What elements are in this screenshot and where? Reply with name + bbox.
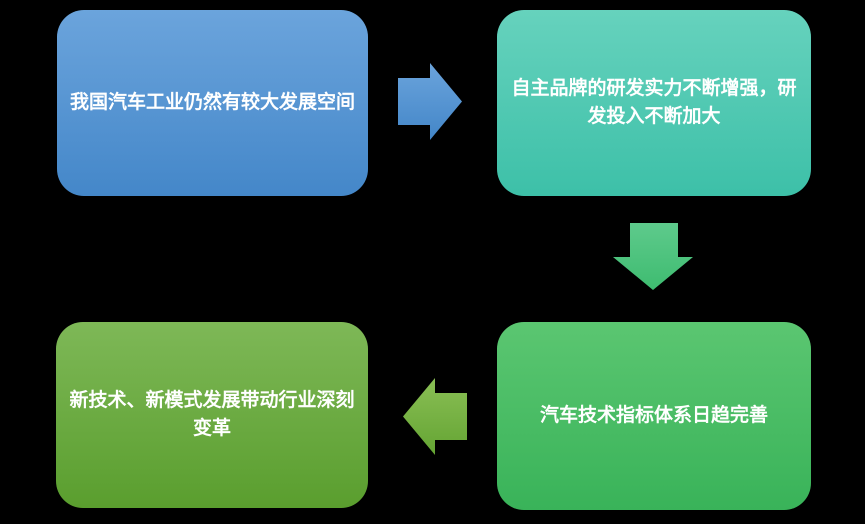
node-tech-indicator-system-label: 汽车技术指标体系日趋完善 <box>539 405 768 426</box>
arrow-down-icon <box>613 223 693 290</box>
node-tech-indicator-system: 汽车技术指标体系日趋完善 <box>497 322 811 510</box>
node-brand-rd-strength-label: 自主品牌的研发实力不断增强，研发投入不断加大 <box>511 78 797 127</box>
node-auto-industry-growth-space: 我国汽车工业仍然有较大发展空间 <box>57 10 368 196</box>
node-new-tech-transformation-label: 新技术、新模式发展带动行业深刻变革 <box>69 390 355 439</box>
node-brand-rd-strength: 自主品牌的研发实力不断增强，研发投入不断加大 <box>497 10 811 196</box>
node-new-tech-transformation: 新技术、新模式发展带动行业深刻变革 <box>56 322 368 508</box>
arrow-right-icon <box>398 63 462 140</box>
arrow-left-icon <box>403 378 467 455</box>
node-auto-industry-growth-space-label: 我国汽车工业仍然有较大发展空间 <box>69 92 355 113</box>
